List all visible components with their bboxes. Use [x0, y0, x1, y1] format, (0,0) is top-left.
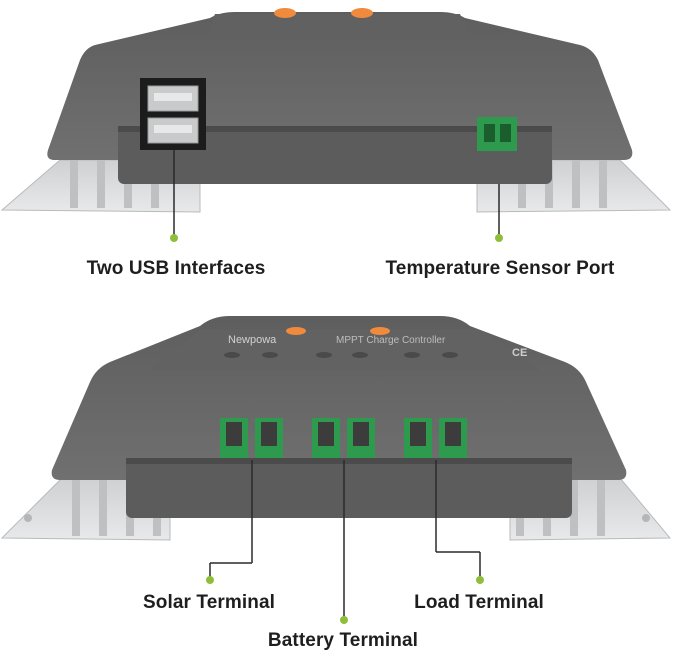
solar-terminals	[220, 418, 283, 460]
brand-text: Newpowa	[228, 334, 277, 346]
usb-callout-dot	[170, 234, 178, 242]
top-front-panel	[118, 126, 552, 184]
battery-callout-dot	[340, 616, 348, 624]
orange-button-left-bottom	[286, 327, 306, 335]
orange-button-right	[351, 8, 373, 18]
bottom-device-view: Newpowa MPPT Charge Controller CE	[0, 316, 672, 624]
orange-button-left	[274, 8, 296, 18]
model-text: MPPT Charge Controller	[336, 335, 446, 346]
battery-terminals	[312, 418, 375, 460]
temp-sensor-port	[477, 117, 517, 151]
load-terminal-label: Load Terminal	[414, 592, 544, 613]
temperature-sensor-port-label: Temperature Sensor Port	[385, 258, 615, 279]
solar-callout-dot	[206, 576, 214, 584]
ce-mark: CE	[512, 347, 527, 359]
orange-button-right-bottom	[370, 327, 390, 335]
solar-terminal-label: Solar Terminal	[143, 592, 275, 613]
bottom-front-panel	[126, 458, 572, 518]
battery-terminal-label: Battery Terminal	[267, 630, 419, 651]
usb-ports	[140, 78, 206, 150]
usb-interfaces-label: Two USB Interfaces	[86, 258, 266, 279]
top-device-view	[0, 8, 672, 242]
load-terminals	[404, 418, 467, 460]
terminal-blocks	[220, 418, 467, 460]
temp-callout-dot	[495, 234, 503, 242]
load-callout-dot	[476, 576, 484, 584]
